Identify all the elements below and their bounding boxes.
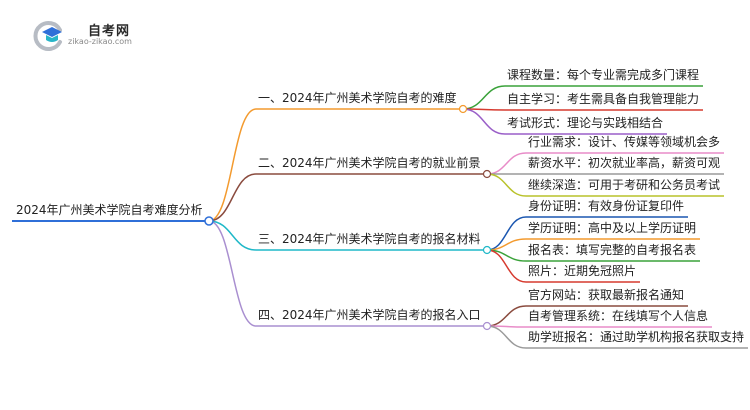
root-node [204, 216, 214, 226]
branch-3-node [482, 245, 492, 255]
leaf-2-1-connector [486, 152, 527, 175]
leaf-4-1-label[interactable]: 官方网站：获取最新报名通知 [528, 288, 685, 302]
branch-4-label[interactable]: 四、2024年广州美术学院自考的报名入口 [258, 308, 481, 322]
branch-4-node [482, 321, 492, 331]
leaf-3-1-label[interactable]: 身份证明：有效身份证复印件 [528, 199, 685, 213]
branch-1-label[interactable]: 一、2024年广州美术学院自考的难度 [258, 91, 457, 105]
branch-4-connector [208, 220, 257, 327]
graduation-cap-icon [33, 21, 62, 51]
logo-cap-top [42, 27, 62, 37]
leaf-4-3-label[interactable]: 助学班报名：通过助学机构报名获取支持 [528, 330, 745, 344]
leaf-1-2-label[interactable]: 自主学习：考生需具备自我管理能力 [507, 92, 700, 106]
leaf-2-3-label[interactable]: 继续深造：可用于考研和公务员考试 [528, 178, 721, 192]
leaf-1-1-label[interactable]: 课程数量：每个专业需完成多门课程 [507, 68, 700, 82]
branch-2-node [482, 169, 492, 179]
branch-3-connector [208, 220, 257, 251]
leaf-3-2-label[interactable]: 学历证明：高中及以上学历证明 [528, 221, 697, 235]
leaf-4-3-connector [486, 325, 527, 349]
leaf-4-1-connector [486, 305, 527, 327]
leaf-2-2-label[interactable]: 薪资水平：初次就业率高，薪资可观 [528, 156, 721, 170]
branch-3-label[interactable]: 三、2024年广州美术学院自考的报名材料 [258, 232, 481, 246]
logo-url: zikao-zikao.com [68, 37, 132, 46]
logo-cap-base [46, 35, 58, 42]
leaf-3-4-connector [486, 249, 527, 283]
leaf-4-2-label[interactable]: 自考管理系统：在线填写个人信息 [528, 309, 709, 323]
leaf-1-1-connector [462, 85, 506, 110]
leaf-1-3-connector [462, 108, 506, 135]
branch-2-label[interactable]: 二、2024年广州美术学院自考的就业前景 [258, 156, 481, 170]
logo-ring-arc [33, 21, 62, 51]
leaf-3-3-label[interactable]: 报名表：填写完整的自考报名表 [528, 243, 697, 257]
logo-title: 自考网 [88, 24, 131, 39]
root-node-label[interactable]: 2024年广州美术学院自考难度分析 [16, 203, 203, 217]
leaf-2-3-connector [486, 173, 527, 197]
leaf-2-1-label[interactable]: 行业需求：设计、传媒等领域机会多 [528, 135, 721, 149]
branch-2-connector [208, 173, 257, 222]
leaf-3-4-label[interactable]: 照片：近期免冠照片 [528, 264, 637, 278]
leaf-1-3-label[interactable]: 考试形式：理论与实践相结合 [507, 116, 664, 130]
branch-1-node [458, 104, 468, 114]
site-logo[interactable]: 自考网 zikao-zikao.com [30, 18, 140, 52]
branch-1-connector [208, 108, 257, 222]
